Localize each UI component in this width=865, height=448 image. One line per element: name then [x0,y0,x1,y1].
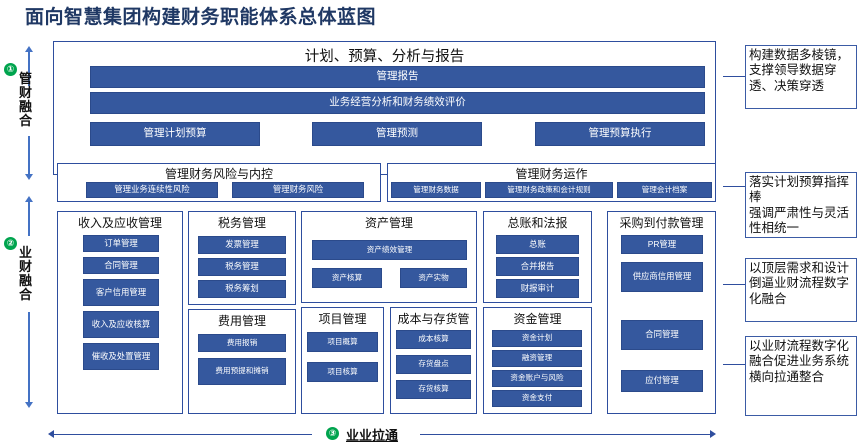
axis1-number: ① [4,63,17,76]
col5-p2p-heading: 采购到付款管理 [619,216,704,230]
col2-chip-tax-management[interactable]: 税务管理 [198,258,286,276]
layer2-chip-accounting-archive[interactable]: 管理会计档案 [617,182,712,198]
col3-asset-heading: 资产管理 [364,216,413,230]
col5-chip-contract-management[interactable]: 合同管理 [621,320,703,350]
axis2-label: 业财融合 [18,245,32,303]
layer1-row-management-report[interactable]: 管理报告 [90,66,705,88]
col3-chip-asset-physical[interactable]: 资产实物 [400,268,467,288]
col1-chip-customer-credit[interactable]: 客户信用管理 [83,279,159,306]
col4-chip-fund-account-risk[interactable]: 资金账户与风险 [492,370,582,387]
col4-chip-general-ledger[interactable]: 总账 [496,235,579,254]
col3-chip-project-estimate[interactable]: 项目概算 [307,332,378,352]
axis1-label: 管财融合 [18,71,32,129]
col3-project-panel [301,307,384,414]
bottom-arrow-left [48,430,54,438]
callout-4-leader [723,364,745,366]
col5-chip-payable-management[interactable]: 应付管理 [621,370,703,392]
layer1-chip-budget-execution[interactable]: 管理预算执行 [535,122,705,146]
col3-cost-heading: 成本与存货管 [397,312,470,326]
axis1-line-bottom [28,136,30,174]
callout-4: 以业财流程数字化融合促进业务系统横向拉通整合 [745,336,857,416]
col5-chip-supplier-credit[interactable]: 供应商信用管理 [621,262,703,292]
col1-chip-contract-management[interactable]: 合同管理 [83,257,159,274]
layer2-chip-financial-data[interactable]: 管理财务数据 [391,182,481,198]
layer1-heading: 计划、预算、分析与报告 [304,49,465,65]
axis2-line-top [28,202,30,236]
col1-chip-revenue-accounting[interactable]: 收入及应收核算 [83,311,159,338]
axis2-number: ② [4,237,17,250]
bottom-axis-label: 业业拉通 [346,428,399,443]
axis1-arrow-down [25,174,33,180]
col2-chip-expense-reimbursement[interactable]: 费用报销 [198,334,286,352]
col4-chip-fund-payment[interactable]: 资金支付 [492,390,582,407]
col2-chip-tax-planning[interactable]: 税务筹划 [198,280,286,298]
col3-chip-asset-performance[interactable]: 资产绩效管理 [312,240,467,260]
col3-chip-project-accounting[interactable]: 项目核算 [307,362,378,382]
col2-tax-heading: 税务管理 [217,216,266,230]
col4-chip-consolidated-report[interactable]: 合并报告 [496,257,579,276]
bottom-arrow-right [710,430,716,438]
layer2-chip-business-continuity-risk[interactable]: 管理业务连续性风险 [86,182,218,198]
axis1-line-top [28,52,30,86]
col4-ledger-heading: 总账和法报 [507,216,568,230]
col4-chip-financial-audit[interactable]: 财报审计 [496,279,579,298]
layer2-risk-heading: 管理财务风险与内控 [164,167,273,181]
layer1-row-business-analysis[interactable]: 业务经营分析和财务绩效评价 [90,92,705,114]
col4-treasury-heading: 资金管理 [513,312,562,326]
col4-chip-financing-management[interactable]: 融资管理 [492,350,582,367]
col2-chip-accrual-amortization[interactable]: 费用预提和摊销 [198,358,286,385]
layer2-chip-financial-risk[interactable]: 管理财务风险 [232,182,364,198]
bottom-axis-number: ③ [326,427,339,440]
col3-chip-cost-accounting[interactable]: 成本核算 [396,330,471,349]
axis2-arrow-down [25,402,33,408]
col3-chip-inventory-count[interactable]: 存货盘点 [396,355,471,374]
col4-chip-fund-plan[interactable]: 资金计划 [492,330,582,347]
layer1-chip-forecast[interactable]: 管理预测 [312,122,482,146]
axis1-arrow-up [25,46,33,52]
col3-chip-inventory-accounting[interactable]: 存货核算 [396,380,471,399]
axis2-line-bottom [28,312,30,402]
callout-2: 落实计划预算指挥棒 强调严肃性与灵活性相统一 [745,172,857,238]
col2-expense-heading: 费用管理 [217,314,266,328]
col1-chip-collection-disposal[interactable]: 催收及处置管理 [83,343,159,370]
col3-project-heading: 项目管理 [318,312,367,326]
callout-1-leader [723,76,745,78]
axis2-arrow-up [25,196,33,202]
callout-2-leader [723,186,745,188]
layer1-chip-plan-budget[interactable]: 管理计划预算 [90,122,260,146]
callout-3-leader [723,284,745,286]
callout-3: 以顶层需求和设计倒逼业财流程数字化融合 [745,258,857,322]
page-title: 面向智慧集团构建财务职能体系总体蓝图 [25,7,377,28]
col5-chip-pr-management[interactable]: PR管理 [621,235,703,254]
col1-revenue-heading: 收入及应收管理 [77,216,162,230]
col2-chip-invoice-management[interactable]: 发票管理 [198,236,286,254]
col3-chip-asset-accounting[interactable]: 资产核算 [312,268,382,288]
callout-1: 构建数据多棱镜，支撑领导数据穿透、决策穿透 [745,45,857,109]
col1-chip-order-management[interactable]: 订单管理 [83,235,159,252]
bottom-line-right [420,433,710,435]
layer2-chip-policy-accounting-rules[interactable]: 管理财务政策和会计规则 [485,182,613,198]
layer2-operation-heading: 管理财务运作 [515,167,588,181]
bottom-line-left [54,433,312,435]
